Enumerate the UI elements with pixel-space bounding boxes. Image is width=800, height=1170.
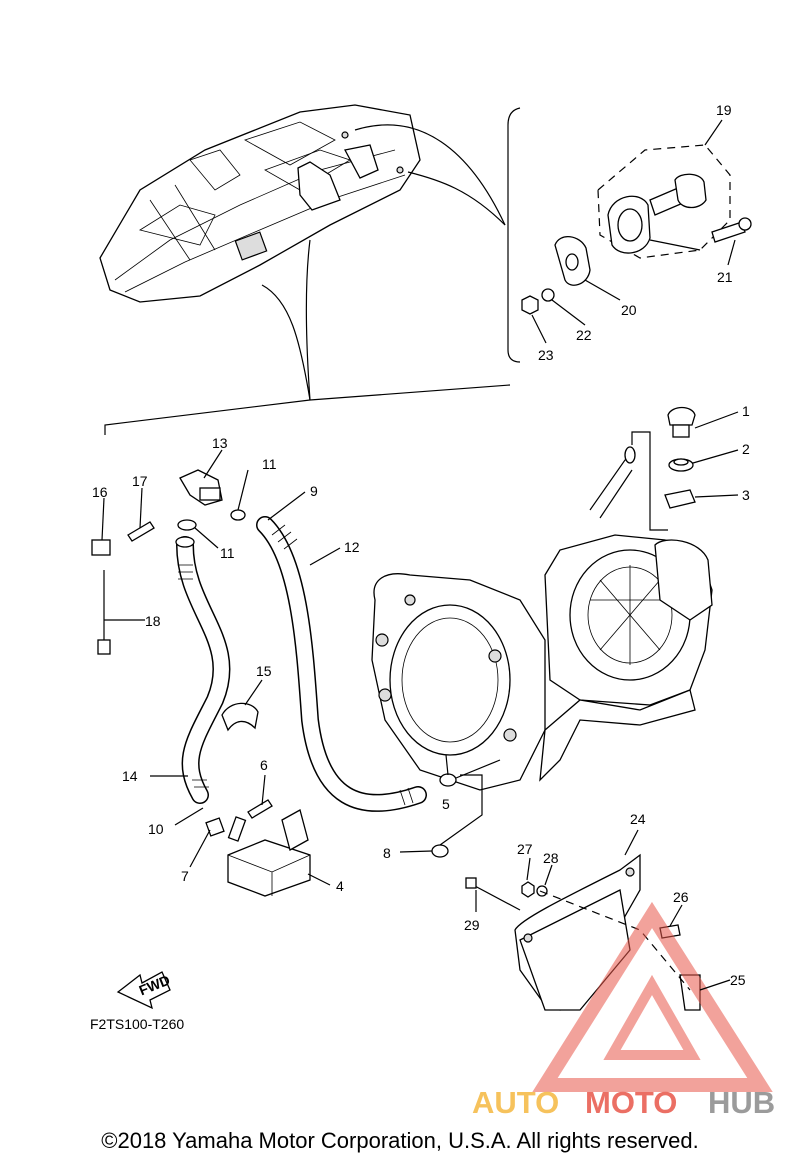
callout-2: 2 [742,441,750,457]
callouts: 1 2 3 4 5 6 7 8 9 10 11 11 12 13 14 15 1… [92,102,750,988]
bracket-1-3 [631,431,668,531]
callout-15: 15 [256,663,272,679]
callout-11-top: 11 [262,456,277,472]
callout-5: 5 [442,796,450,812]
callout-10: 10 [148,821,164,837]
watermark-hub: HUB [708,1085,775,1120]
callout-27: 27 [517,841,533,857]
callout-29: 29 [464,917,480,933]
callout-4: 4 [336,878,344,894]
parts-1-3 [664,406,696,509]
jet-pump-housing [371,446,713,791]
inset-drain-plug [507,107,752,363]
callout-18: 18 [145,613,161,629]
callout-20: 20 [621,302,637,318]
callout-16: 16 [92,484,108,500]
watermark-auto: AUTO [472,1085,559,1120]
watermark-logo [532,901,773,1092]
callout-23: 23 [538,347,554,363]
callout-7: 7 [181,868,189,884]
small-parts [91,469,501,897]
copyright-notice: ©2018 Yamaha Motor Corporation, U.S.A. A… [101,1128,699,1153]
watermark-moto: MOTO [585,1085,677,1120]
fwd-arrow: FWD [116,971,172,1010]
callout-12: 12 [344,539,360,555]
callout-9: 9 [310,483,318,499]
overview-leaders [104,124,511,435]
hose-14 [175,536,231,804]
callout-6: 6 [260,757,268,773]
callout-13: 13 [212,435,228,451]
callout-8: 8 [383,845,391,861]
callout-25: 25 [730,972,746,988]
callout-11-mid: 11 [220,545,235,561]
callout-1: 1 [742,403,750,419]
callout-17: 17 [132,473,148,489]
diagram-code: F2TS100-T260 [90,1016,184,1032]
callout-26: 26 [673,889,689,905]
callout-14: 14 [122,768,138,784]
hose-12 [256,516,427,812]
leader-lines [101,239,739,991]
callout-24: 24 [630,811,646,827]
callout-21: 21 [717,269,733,285]
callout-22: 22 [576,327,592,343]
callout-19: 19 [716,102,732,118]
callout-28: 28 [543,850,559,866]
callout-3: 3 [742,487,750,503]
watermark-text: AUTO MOTO HUB [472,1085,775,1120]
watercraft-overview [99,104,421,303]
